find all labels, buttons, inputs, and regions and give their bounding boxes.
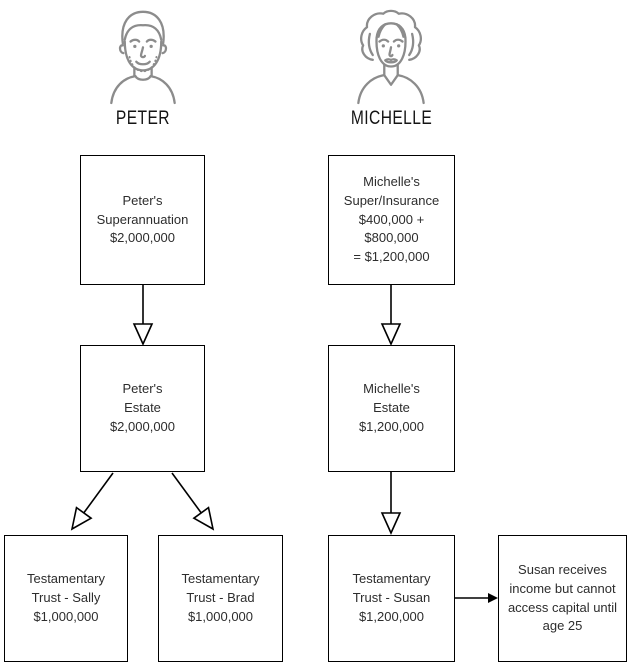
- michelle-name-text: MICHELLE: [350, 108, 433, 129]
- box-michelle-estate: Michelle's Estate $1,200,000: [328, 345, 455, 472]
- arrow-michelle-estate-to-trust-susan: [380, 472, 402, 535]
- peter-name-label: PETER: [80, 108, 205, 130]
- box-testamentary-trust-sally: Testamentary Trust - Sally $1,000,000: [4, 535, 128, 662]
- arrow-trust-susan-to-note: [455, 593, 498, 603]
- arrow-peter-super-to-estate: [132, 285, 154, 346]
- box-peter-estate: Peter's Estate $2,000,000: [80, 345, 205, 472]
- peter-name-text: PETER: [115, 108, 170, 129]
- box-testamentary-trust-susan: Testamentary Trust - Susan $1,200,000: [328, 535, 455, 662]
- peter-avatar-icon: [95, 5, 191, 105]
- box-michelle-super-insurance: Michelle's Super/Insurance $400,000 + $8…: [328, 155, 455, 285]
- michelle-avatar-icon: [343, 5, 439, 105]
- michelle-name-label: MICHELLE: [328, 108, 455, 130]
- arrow-peter-estate-to-trust-sally: [70, 472, 114, 531]
- arrow-peter-estate-to-trust-brad: [171, 472, 215, 531]
- arrow-michelle-super-to-estate: [380, 285, 402, 346]
- box-testamentary-trust-brad: Testamentary Trust - Brad $1,000,000: [158, 535, 283, 662]
- box-peter-superannuation: Peter's Superannuation $2,000,000: [80, 155, 205, 285]
- box-susan-capital-note: Susan receives income but cannot access …: [498, 535, 627, 662]
